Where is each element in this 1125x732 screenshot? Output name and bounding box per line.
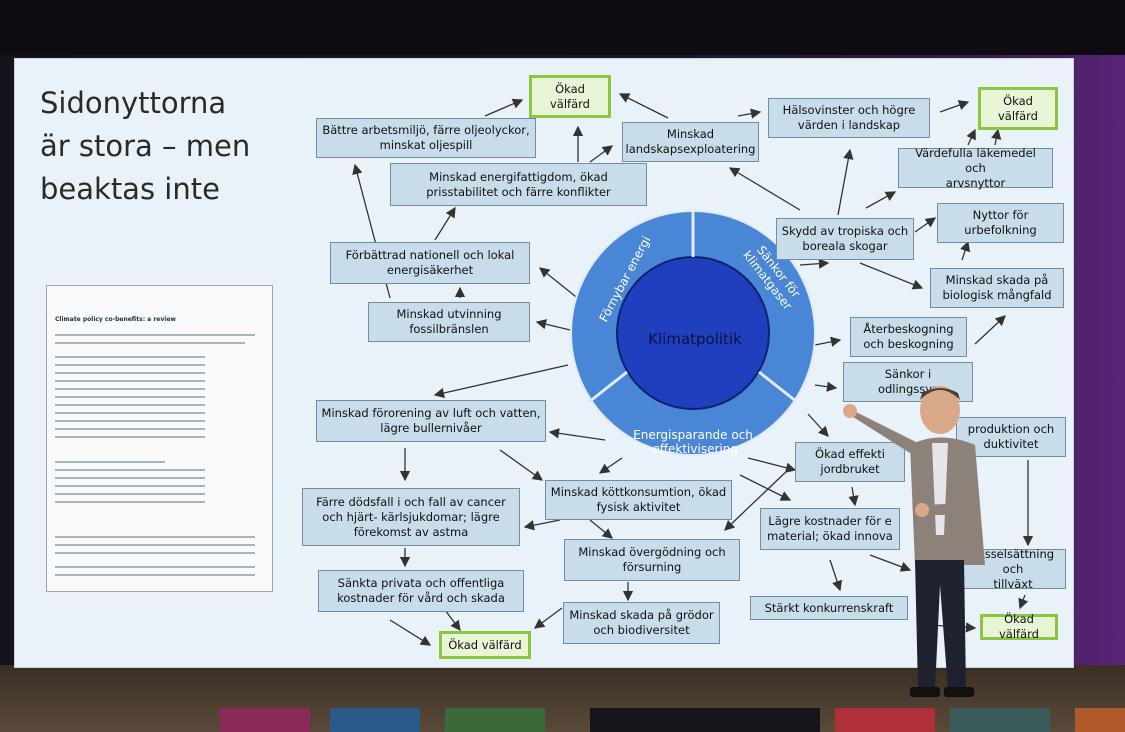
paper-text-line: [55, 380, 205, 382]
paper-text-line: [55, 461, 165, 463]
paper-text-line: [55, 404, 205, 406]
paper-text-line: [55, 552, 255, 554]
wheel-bottom-label: Energisparande och -effektivisering: [633, 428, 753, 456]
paper-text-line: [55, 356, 205, 358]
paper-title: Climate policy co-benefits: a review: [55, 316, 176, 323]
box-sankor-odlingssystem: Sänkor i odlingssys: [843, 362, 973, 402]
paper-text-line: [55, 412, 205, 414]
stage-box: [950, 708, 1050, 732]
presenter: [843, 386, 985, 697]
box-okad-valfard-bottom-right: Ökad välfärd: [980, 612, 1058, 641]
stage-box: [330, 708, 420, 732]
paper-text-line: [55, 342, 245, 344]
box-okad-effektivitet: Ökad effekti jordbruket: [795, 442, 905, 482]
box-okad-valfard-right: Ökad välfärd: [978, 87, 1058, 130]
center-label: Klimatpolitik: [648, 330, 742, 348]
paper-thumbnail: Climate policy co-benefits: a review: [46, 285, 273, 592]
paper-text-line: [55, 372, 205, 374]
paper-text-line: [55, 501, 205, 503]
paper-text-line: [55, 536, 255, 538]
box-overgodning: Minskad övergödning och försurning: [564, 539, 740, 581]
paper-text-line: [55, 388, 205, 390]
ring-divider: [758, 370, 798, 404]
box-sankta-kostnader: Sänkta privata och offentliga kostnader …: [318, 570, 524, 612]
box-fororening: Minskad förorening av luft och vatten, l…: [316, 400, 546, 442]
box-fossilbranslen: Minskad utvinning fossilbränslen: [368, 302, 530, 342]
stage-box: [445, 708, 545, 732]
box-lagre-kostnader: Lägre kostnader för e material; ökad inn…: [760, 508, 900, 550]
paper-text-line: [55, 477, 205, 479]
paper-text-line: [55, 436, 205, 438]
paper-text-line: [55, 566, 255, 568]
paper-text-line: [55, 574, 255, 576]
paper-text-line: [55, 485, 205, 487]
box-skydd-skogar: Skydd av tropiska och boreala skogar: [776, 218, 914, 260]
paper-text-line: [55, 364, 205, 366]
paper-text-line: [55, 334, 255, 336]
stage-box: [220, 708, 310, 732]
box-landskapsexploatering: Minskad landskapsexploatering: [622, 122, 759, 162]
stage-box: [590, 708, 820, 732]
box-lakemedel: Värdefulla läkemedel och arvsnyttor: [898, 146, 1053, 190]
box-grodor: Minskad skada på grödor och biodiversite…: [563, 602, 720, 644]
box-okad-valfard-bottom: Ökad välfärd: [439, 631, 531, 659]
ring-divider: [588, 370, 628, 404]
paper-text-line: [55, 420, 205, 422]
ceiling: [0, 0, 1125, 55]
box-aterbeskogning: Återbeskogning och beskogning: [850, 317, 967, 357]
paper-text-line: [55, 428, 205, 430]
stage-floor: [0, 665, 1125, 732]
box-energisakerhet: Förbättrad nationell och lokal energisäk…: [330, 242, 530, 284]
box-biologisk-mangfald: Minskad skada på biologisk mångfald: [930, 268, 1064, 308]
box-urbefolkning: Nyttor för urbefolkning: [937, 203, 1064, 243]
box-okad-valfard-top: Ökad välfärd: [529, 75, 611, 118]
stage-box: [835, 708, 935, 732]
box-halsovinster: Hälsovinster och högre värden i landskap: [768, 98, 930, 138]
paper-text-line: [55, 493, 205, 495]
box-dodsfall: Färre dödsfall i och fall av cancer och …: [302, 488, 520, 546]
paper-text-line: [55, 544, 255, 546]
box-energifattigdom: Minskad energifattigdom, ökad prisstabil…: [390, 163, 647, 206]
box-kottkonsumtion: Minskad köttkonsumtion, ökad fysisk akti…: [545, 480, 732, 520]
box-konkurrenskraft: Stärkt konkurrenskraft: [750, 596, 908, 620]
stage-box: [1075, 708, 1125, 732]
paper-text-line: [55, 469, 205, 471]
paper-text-line: [55, 396, 205, 398]
box-arbetsmiljo: Bättre arbetsmiljö, färre oljeolyckor, m…: [316, 118, 536, 158]
slide-title: Sidonyttorna är stora – men beaktas inte: [40, 86, 251, 206]
